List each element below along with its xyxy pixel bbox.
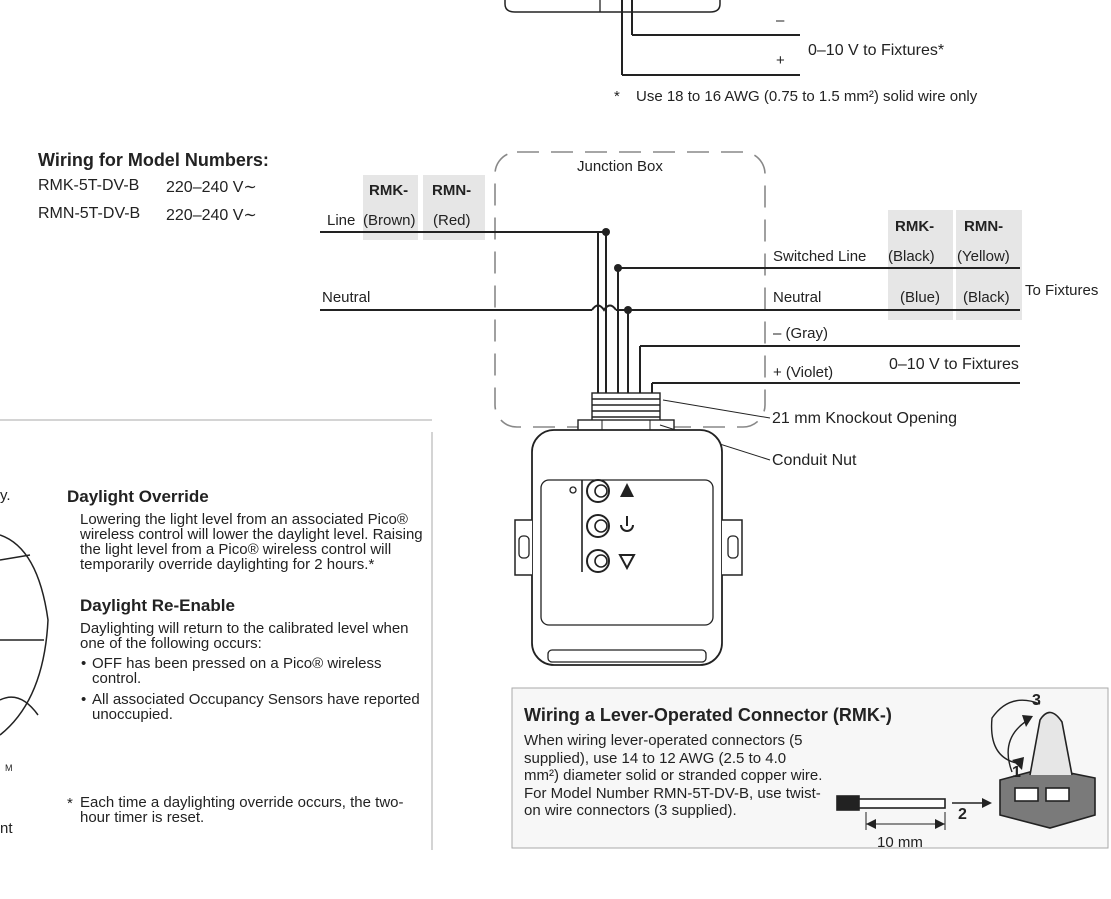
neutral-right-rmn-color: (Black) <box>963 289 1010 306</box>
top-device-outline <box>504 0 721 13</box>
model-row-1: RMK-5T-DV-B <box>38 177 140 194</box>
reenable-bullets: OFF has been pressed on a Pico® wireless… <box>80 656 422 728</box>
dim-fixtures-label: 0–10 V to Fixtures <box>889 356 1019 373</box>
knockout-label: 21 mm Knockout Opening <box>772 410 957 427</box>
reenable-bullet-1: OFF has been pressed on a Pico® wireless… <box>81 656 422 686</box>
lever-text: When wiring lever-operated connectors (5… <box>524 732 823 819</box>
dimension-label: 10 mm <box>877 834 923 851</box>
switched-line-label: Switched Line <box>773 248 867 265</box>
top-footnote-mark: * <box>614 88 620 105</box>
knockout-leader <box>662 399 771 419</box>
line-rmn-color: (Red) <box>433 212 471 229</box>
reenable-footnote: Each time a daylighting override occurs,… <box>80 794 404 826</box>
line-rmk-color: (Brown) <box>363 212 416 229</box>
top-minus-label: – <box>776 12 785 29</box>
model-row-2-voltage: 220–240 V∼ <box>166 207 257 224</box>
model-row-1-voltage: 220–240 V∼ <box>166 179 257 196</box>
top-plus-label: + <box>776 52 785 69</box>
step-3-label: 3 <box>1032 692 1041 709</box>
models-title: Wiring for Model Numbers: <box>38 150 269 170</box>
control-module <box>514 429 743 666</box>
left-header-rmk: RMK- <box>369 182 409 199</box>
switched-line-rmn-color: (Yellow) <box>957 248 1010 265</box>
override-title: Daylight Override <box>67 487 209 506</box>
violet-wire-label: + (Violet) <box>773 364 834 381</box>
reenable-bullet-2: All associated Occupancy Sensors have re… <box>81 692 422 722</box>
junction-box-outline <box>494 151 766 428</box>
left-header-rmn: RMN- <box>432 182 472 199</box>
lower-icon <box>618 554 636 571</box>
reenable-footnote-mark: * <box>67 795 73 812</box>
lever-connector-graphic <box>836 699 1096 830</box>
override-text: Lowering the light level from an associa… <box>80 511 423 573</box>
raise-icon <box>620 483 634 497</box>
conduit-threads <box>591 392 661 422</box>
right-header-rmk: RMK- <box>895 218 935 235</box>
module-buttons <box>569 479 636 573</box>
step-2-label: 2 <box>958 806 967 823</box>
neutral-right-rmk-color: (Blue) <box>900 289 941 306</box>
switched-line-rmk-color: (Black) <box>888 248 935 265</box>
right-header-rmn: RMN- <box>964 218 1004 235</box>
lever-title: Wiring a Lever-Operated Connector (RMK-) <box>524 705 892 725</box>
gray-wire-label: – (Gray) <box>773 325 829 342</box>
partial-text-m: M <box>5 763 13 773</box>
partial-text-nt: nt <box>0 820 13 837</box>
top-footnote: Use 18 to 16 AWG (0.75 to 1.5 mm²) solid… <box>636 88 978 105</box>
conduit-nut-label: Conduit Nut <box>772 452 857 469</box>
step-1-label: 1 <box>1012 764 1021 781</box>
partial-dial <box>0 534 49 736</box>
model-row-2: RMN-5T-DV-B <box>38 205 141 222</box>
top-fixtures-label: 0–10 V to Fixtures* <box>808 42 945 59</box>
line-label: Line <box>327 212 356 229</box>
junction-box-label: Junction Box <box>577 158 663 175</box>
lever-connector-box <box>511 687 1109 849</box>
power-icon <box>620 524 634 532</box>
neutral-left-label: Neutral <box>322 289 371 306</box>
reenable-title: Daylight Re-Enable <box>80 596 235 615</box>
to-fixtures-label: To Fixtures <box>1025 282 1099 299</box>
reenable-text: Daylighting will return to the calibrate… <box>80 620 409 652</box>
partial-text-y: y. <box>0 487 11 504</box>
neutral-right-label: Neutral <box>773 289 822 306</box>
